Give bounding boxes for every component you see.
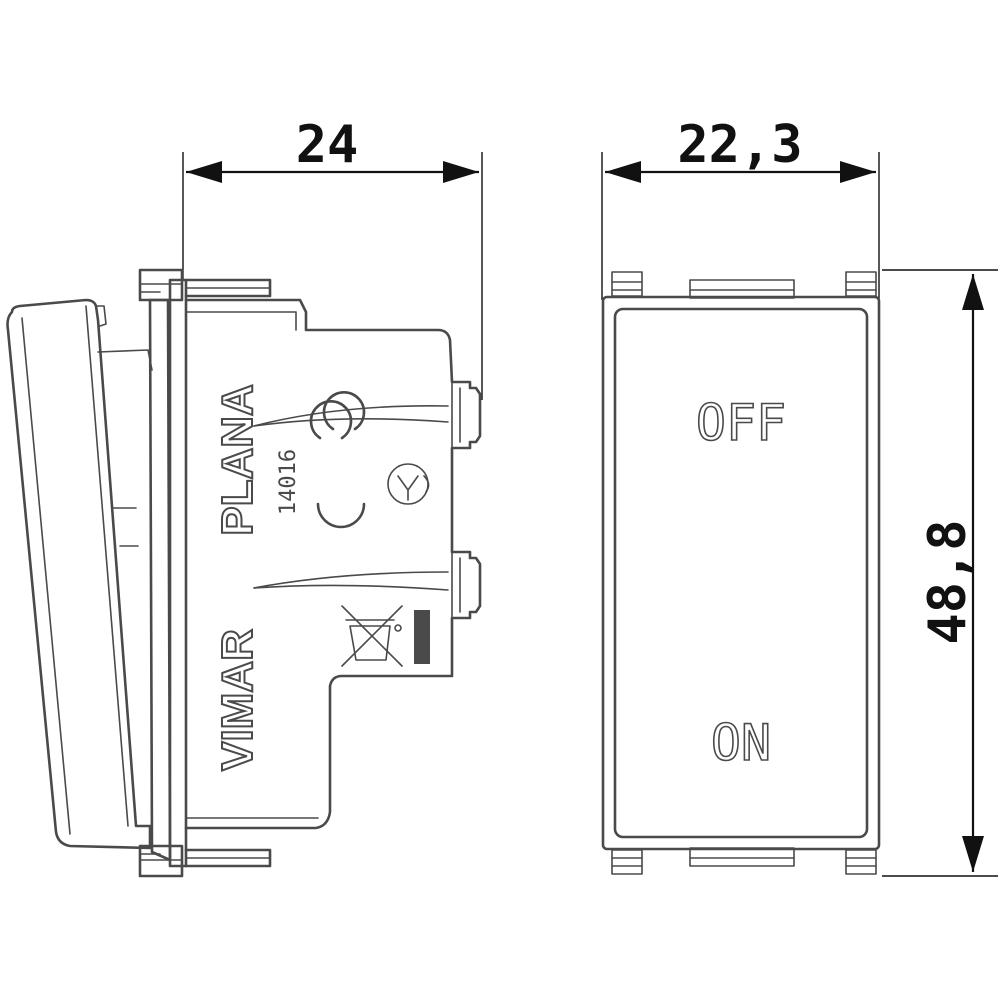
switch-body [601,295,881,851]
dimension-side-depth-label: 24 [296,115,359,175]
label-on: ON [711,714,771,772]
brand-name: VIMAR [213,629,262,771]
dimension-front-width: 22,3 [601,115,880,300]
rocker-paddle [6,298,153,850]
dimension-front-height-label: 48,8 [918,519,978,644]
front-view: OFF ON [601,271,881,875]
weee-bar-icon [414,610,430,664]
side-view: PLANA 14016 VIMAR [6,268,482,878]
bottom-clip [184,848,272,868]
label-off: OFF [696,394,786,452]
frame-plate [138,268,188,878]
dimension-front-width-label: 22,3 [677,115,802,175]
approval-mark-icon [387,463,430,505]
series-name: PLANA [213,384,262,536]
rocker-face [613,307,869,839]
dimension-front-height: 48,8 [882,269,998,877]
dimension-side-depth: 24 [182,115,483,400]
weee-bin-icon [341,605,430,667]
article-code: 14016 [276,449,301,515]
top-clip [184,278,272,298]
mechanism-body [184,298,482,830]
ce-mark-icon [309,391,366,529]
